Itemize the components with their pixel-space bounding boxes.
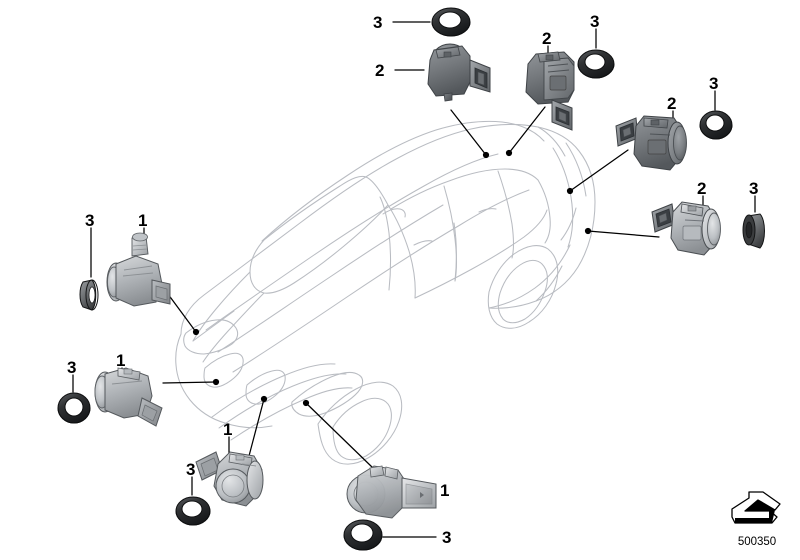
sensor-unpainted-rear-right — [615, 115, 687, 171]
callout-label-3-top-center: 3 — [373, 13, 383, 32]
decoupling-ring-top-center — [431, 7, 471, 37]
callout-label-2-rear-right: 2 — [667, 94, 677, 113]
callout-label-3-right-lower: 3 — [749, 179, 759, 198]
callout-label-3-right-upper: 3 — [709, 74, 719, 93]
leader-lines — [72, 21, 756, 538]
car-body-outline — [175, 120, 596, 465]
decoupling-ring-top-right — [577, 49, 615, 79]
decoupling-ring-bottom-left — [175, 496, 211, 526]
diagram-id: 500350 — [737, 536, 777, 548]
callout-label-1-front-mid: 1 — [116, 351, 126, 370]
decoupling-ring-right-lower — [742, 213, 765, 249]
callout-label-1-front-lower-left: 1 — [223, 420, 233, 439]
callout-label-3-left-lower: 3 — [67, 358, 77, 377]
callout-label-1-front-lower-right: 1 — [440, 481, 450, 500]
decoupling-ring-right-upper — [699, 110, 733, 140]
orientation-arrow-icon — [731, 491, 781, 524]
sensor-painted-front-upper — [106, 232, 171, 307]
sensor-painted-front-lower-left — [195, 451, 264, 507]
leader-attachment-dots — [192, 149, 592, 407]
sensor-unpainted-rear-center — [525, 51, 575, 131]
decoupling-ring-bottom-center — [343, 519, 383, 551]
callout-label-3-bottom-left: 3 — [186, 460, 196, 479]
callout-label-3-top-right: 3 — [590, 12, 600, 31]
sensor-unpainted-rear-left — [427, 43, 491, 102]
callout-label-2-rear-center: 2 — [542, 29, 552, 48]
decoupling-ring-left-upper — [79, 279, 99, 311]
callout-label-3-left-upper: 3 — [85, 211, 95, 230]
decoupling-ring-left-lower — [57, 392, 91, 424]
callout-label-2-rear-corner: 2 — [697, 179, 707, 198]
sensor-unpainted-rear-corner — [651, 201, 721, 256]
sensor-painted-front-mid — [94, 367, 163, 427]
callout-label-3-bottom-center: 3 — [442, 528, 452, 547]
sensor-painted-front-lower-right — [346, 465, 437, 519]
callout-label-2-rear-left: 2 — [375, 61, 385, 80]
callout-label-1-front-upper: 1 — [138, 211, 148, 230]
